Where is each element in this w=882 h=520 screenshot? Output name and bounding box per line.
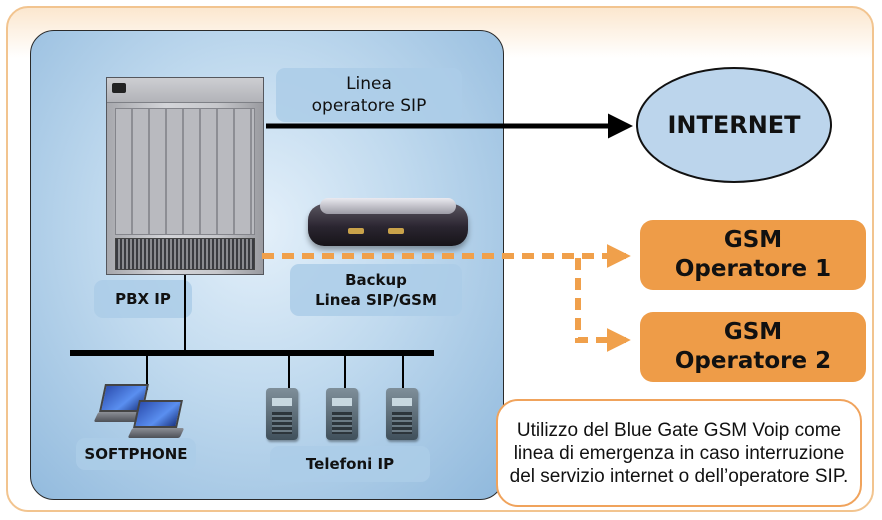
lan-bus bbox=[70, 350, 434, 356]
ip-phones-label: Telefoni IP bbox=[270, 446, 430, 482]
ip-phone-screen bbox=[392, 398, 412, 406]
pbx-vent bbox=[115, 238, 255, 270]
gsm-gateway-icon bbox=[308, 198, 468, 250]
ip-phone-screen bbox=[332, 398, 352, 406]
internet-label: INTERNET bbox=[667, 111, 801, 139]
gsm-operator-1-box: GSM Operatore 1 bbox=[640, 220, 866, 290]
pbx-top-panel bbox=[107, 78, 263, 103]
sip-line-label-text: Linea operatore SIP bbox=[311, 74, 427, 116]
gsm-operator-2-line2: Operatore 2 bbox=[674, 348, 832, 374]
phone-drop-line-1 bbox=[288, 354, 290, 390]
pbx-logo-icon bbox=[112, 83, 126, 93]
pbx-to-lan-line bbox=[184, 275, 186, 352]
gsm-operator-1-line2: Operatore 1 bbox=[674, 256, 832, 282]
gateway-port-icon bbox=[348, 228, 364, 234]
emergency-note-text: Utilizzo del Blue Gate GSM Voip come lin… bbox=[509, 419, 849, 487]
gsm-operator-1-line1: GSM bbox=[723, 227, 783, 253]
gateway-top bbox=[320, 198, 456, 214]
phone-drop-line-3 bbox=[402, 354, 404, 390]
ip-phone-icon bbox=[266, 388, 298, 440]
backup-label-line2: Linea SIP/GSM bbox=[315, 291, 437, 309]
ip-phone-keypad bbox=[392, 412, 412, 434]
backup-label-line1: Backup bbox=[345, 271, 407, 289]
softphone-label-text: SOFTPHONE bbox=[84, 445, 188, 463]
gsm-operator-2-line1: GSM bbox=[723, 319, 783, 345]
softphone-label: SOFTPHONE bbox=[76, 438, 196, 470]
gsm-operator-2-box: GSM Operatore 2 bbox=[640, 312, 866, 382]
pbx-card-slots bbox=[115, 108, 255, 235]
internet-cloud: INTERNET bbox=[636, 67, 832, 183]
softphone-drop-line bbox=[146, 354, 148, 390]
emergency-note: Utilizzo del Blue Gate GSM Voip come lin… bbox=[496, 399, 862, 507]
backup-label: Backup Linea SIP/GSM bbox=[290, 264, 462, 316]
backup-link-gsm2-arrow bbox=[575, 258, 631, 352]
ip-phones-label-text: Telefoni IP bbox=[305, 455, 395, 473]
ip-phone-keypad bbox=[272, 412, 292, 434]
pbx-label: PBX IP bbox=[94, 280, 192, 318]
ip-phone-icon bbox=[326, 388, 358, 440]
ip-phone-screen bbox=[272, 398, 292, 406]
ip-phone-keypad bbox=[332, 412, 352, 434]
sip-line-label: Linea operatore SIP bbox=[276, 68, 462, 122]
gateway-port-icon bbox=[388, 228, 404, 234]
phone-drop-line-2 bbox=[344, 354, 346, 390]
pbx-label-text: PBX IP bbox=[115, 290, 171, 308]
pbx-server-icon bbox=[106, 77, 264, 275]
ip-phone-icon bbox=[386, 388, 418, 440]
